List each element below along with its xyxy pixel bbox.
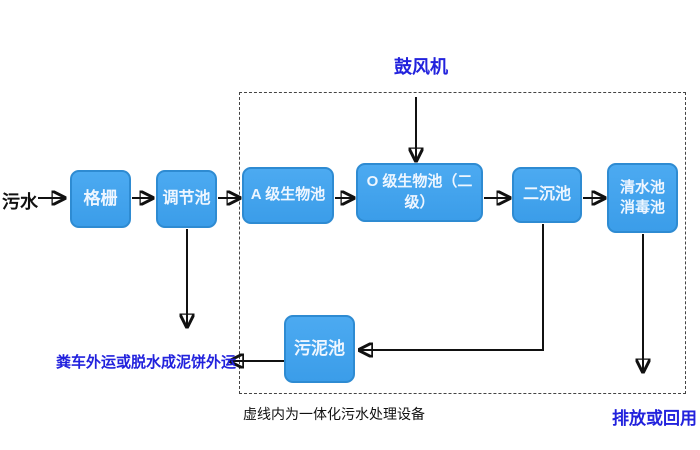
node-bar-screen: 格栅: [70, 170, 131, 228]
equipment-dashed-boundary: [239, 92, 686, 394]
node-sludge-tank: 污泥池: [284, 315, 355, 383]
node-clear-water-line1: 清水池: [619, 178, 665, 196]
node-o-bio-tank-label: O 级生物池（二级）: [366, 173, 473, 211]
node-sludge-tank-label: 污泥池: [294, 338, 345, 358]
equipment-note-label: 虚线内为一体化污水处理设备: [243, 406, 425, 422]
sludge-disposal-label: 粪车外运或脱水成泥饼外运: [56, 354, 237, 371]
node-a-bio-tank-label: A 级生物池: [250, 186, 326, 204]
node-bar-screen-label: 格栅: [83, 188, 118, 208]
influent-label: 污水: [2, 192, 38, 212]
node-clear-water-line2: 消毒池: [619, 199, 665, 216]
node-a-bio-tank: A 级生物池: [242, 167, 334, 224]
node-regulating-tank: 调节池: [156, 170, 217, 228]
node-regulating-tank-label: 调节池: [162, 190, 211, 208]
node-o-bio-tank: O 级生物池（二级）: [356, 163, 483, 222]
blower-label: 鼓风机: [394, 57, 448, 77]
discharge-label: 排放或回用: [612, 409, 697, 428]
node-secondary-clarifier-label: 二沉池: [522, 186, 571, 204]
node-clear-water-disinfection-tank: 清水池 消毒池: [607, 163, 678, 233]
node-secondary-clarifier: 二沉池: [512, 167, 582, 223]
arrow-clarifier-to-sludge: [360, 224, 544, 350]
